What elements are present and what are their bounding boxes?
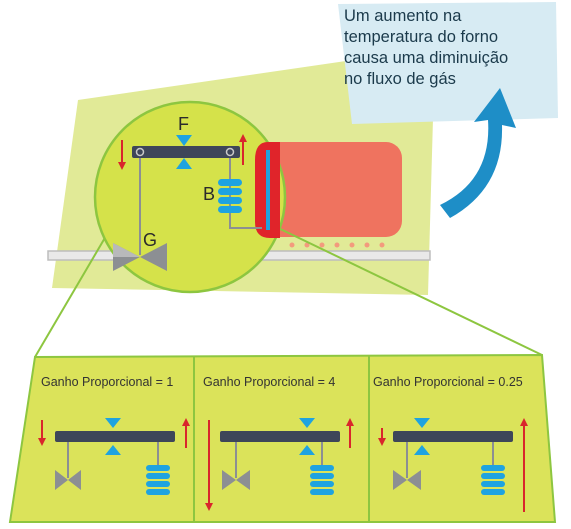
temperature-arrow-icon <box>440 88 516 218</box>
lever-left-pin <box>135 147 145 157</box>
bellows-rod <box>229 153 262 229</box>
lever-bar <box>132 146 240 158</box>
panel-2-title: Ganho Proporcional = 4 <box>203 375 336 389</box>
label-lever-f: F <box>178 114 189 134</box>
panel-3-title: Ganho Proporcional = 0.25 <box>373 375 523 389</box>
furnace <box>262 142 402 237</box>
zoom-line-left <box>34 235 107 358</box>
bellows-icon <box>218 179 242 213</box>
label-valve-g: G <box>143 230 158 250</box>
panel-1-title: Ganho Proporcional = 1 <box>41 375 174 389</box>
panel-2-mechanism <box>205 418 354 511</box>
right-arrow-head <box>239 134 247 142</box>
panel-3-mechanism <box>378 418 528 512</box>
callout-box <box>338 2 558 124</box>
callout-line-4: no fluxo de gás <box>344 70 456 88</box>
panel-1-mechanism <box>38 418 190 495</box>
label-bellows-b: B <box>203 184 216 204</box>
callout-text: Um aumento na temperatura do forno causa… <box>344 6 554 110</box>
zoom-line-right <box>271 224 543 356</box>
callout-line-3: causa uma diminuição <box>344 49 509 67</box>
left-arrow-head <box>118 162 126 170</box>
burner-flames <box>289 242 385 248</box>
callout-line-2: temperatura do forno <box>344 28 499 46</box>
lever-right-pin <box>225 147 235 157</box>
callout-tail <box>440 96 478 118</box>
valve-shade <box>113 243 140 257</box>
callout-line-1: Um aumento na <box>344 7 462 25</box>
fulcrum-icon <box>176 135 192 169</box>
